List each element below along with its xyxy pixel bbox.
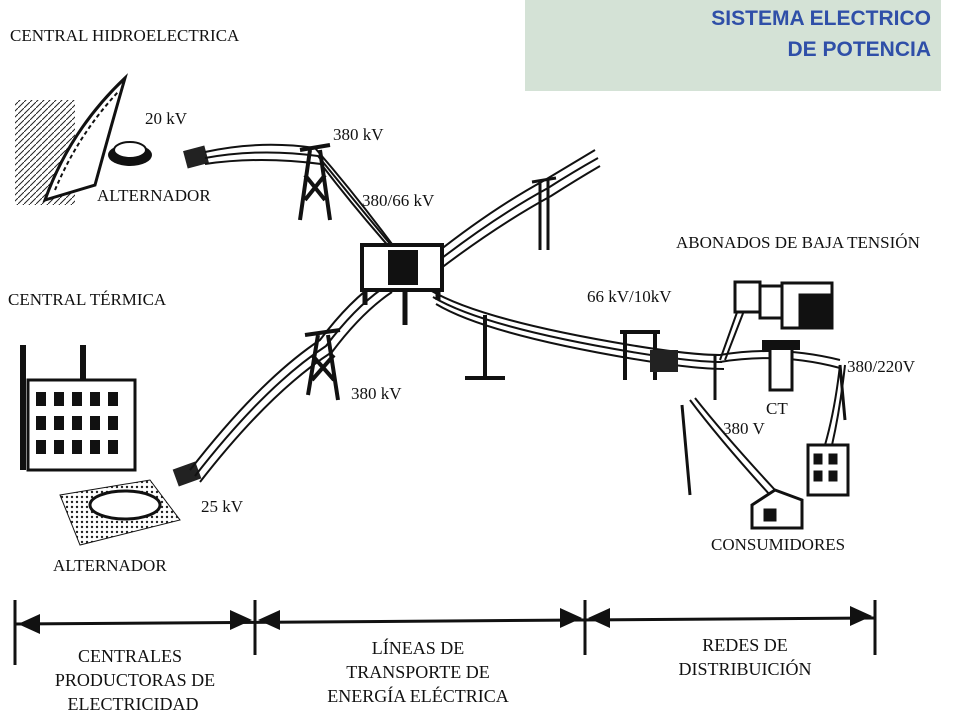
section-centrales-line-3: ELECTRICIDAD	[68, 694, 199, 714]
title-box: SISTEMA ELECTRICO DE POTENCIA	[525, 0, 941, 91]
alternator-top-icon	[108, 141, 209, 169]
alternator-bottom-icon	[59, 461, 202, 546]
label-380v: 380 V	[723, 419, 765, 438]
label-20kv: 20 kV	[145, 109, 188, 128]
transmission-lines	[189, 143, 846, 496]
title-line-2: DE POTENCIA	[787, 38, 931, 61]
tower-right-icon	[531, 176, 557, 250]
label-380kv-top: 380 kV	[333, 125, 384, 144]
label-central-termica: CENTRAL TÉRMICA	[8, 290, 167, 309]
label-alternador-bottom: ALTERNADOR	[53, 556, 167, 575]
label-central-hidro: CENTRAL HIDROELECTRICA	[10, 26, 240, 45]
distribution-poles-icon	[680, 355, 847, 496]
section-centrales-line-1: CENTRALES	[78, 646, 182, 666]
ct-transformer-icon	[762, 340, 800, 392]
pole-center-icon	[465, 315, 505, 380]
section-centrales: CENTRALES PRODUCTORAS DE ELECTRICIDAD	[55, 646, 215, 714]
title-line-1: SISTEMA ELECTRICO	[711, 7, 931, 30]
label-consumidores: CONSUMIDORES	[711, 535, 845, 554]
transformer-66-10-icon	[620, 330, 678, 380]
label-alternador-top: ALTERNADOR	[97, 186, 211, 205]
section-lineas-line-1: LÍNEAS DE	[372, 637, 465, 658]
label-abonados: ABONADOS DE BAJA TENSIÓN	[676, 233, 920, 252]
section-redes-line-2: DISTRIBUICIÓN	[679, 658, 812, 679]
label-66-10kv: 66 kV/10kV	[587, 287, 672, 306]
tower-middle-icon	[304, 328, 341, 401]
tower-top-icon	[298, 143, 332, 221]
thermal-plant-icon	[20, 345, 137, 472]
section-redes: REDES DE DISTRIBUICIÓN	[679, 635, 812, 679]
hydro-dam-icon	[15, 73, 128, 205]
label-ct: CT	[766, 399, 788, 418]
label-380-220v: 380/220V	[847, 357, 916, 376]
consumer-buildings-icon	[750, 443, 850, 530]
section-centrales-line-2: PRODUCTORAS DE	[55, 670, 215, 690]
section-lineas-line-3: ENERGÍA ELÉCTRICA	[327, 685, 509, 706]
substation-icon	[360, 243, 444, 325]
section-lineas: LÍNEAS DE TRANSPORTE DE ENERGÍA ELÉCTRIC…	[327, 637, 509, 706]
label-380kv-mid: 380 kV	[351, 384, 402, 403]
abonados-houses-icon	[733, 280, 834, 330]
label-25kv: 25 kV	[201, 497, 244, 516]
section-redes-line-1: REDES DE	[702, 635, 788, 655]
timeline-scale	[13, 600, 877, 665]
section-lineas-line-2: TRANSPORTE DE	[346, 662, 489, 682]
label-380-66kv: 380/66 kV	[362, 191, 435, 210]
